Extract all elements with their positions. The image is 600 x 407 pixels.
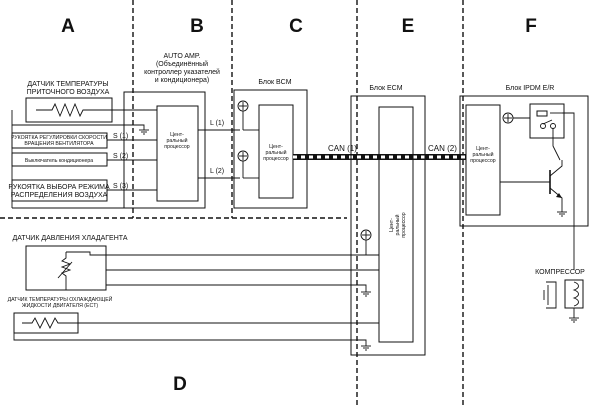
signal-s2: S (2) <box>113 153 128 160</box>
ground-symbol-d2 <box>361 345 371 351</box>
compressor-coil-box <box>564 279 584 309</box>
mode-knob-label-1: РУКОЯТКА ВЫБОРА РЕЖИМА <box>8 184 110 191</box>
bcm-cpu-box <box>258 104 294 199</box>
bcm-title: Блок BCM <box>258 79 291 86</box>
fan-knob-label-2: ВРАЩЕНИЯ ВЕНТИЛЯТОРА <box>24 141 94 147</box>
transistor-icon <box>500 160 567 217</box>
compressor-coil-icon <box>569 281 579 323</box>
svg-text:Цент-: Цент- <box>389 218 395 232</box>
coolant-sensor-label-2: ЖИДКОСТИ ДВИГАТЕЛЯ (ECT) <box>22 303 98 309</box>
bcm-cpu-label-1: Цент- <box>269 144 283 150</box>
zone-label-f: F <box>525 16 537 37</box>
ipdm-cpu-label-2: ральный <box>473 151 494 158</box>
intake-wire-ground <box>11 110 145 130</box>
bcm-cpu-label-2: ральный <box>266 149 287 156</box>
auto-amp-cpu-label-1: Цент- <box>170 132 184 138</box>
ac-switch-label: Выключатель кондиционера <box>25 158 93 164</box>
ipdm-cpu-box <box>465 104 501 216</box>
signal-l1: L (1) <box>210 120 224 127</box>
ground-symbol-d1 <box>361 291 371 297</box>
auto-amp-label-2: (Объединённый <box>156 60 208 68</box>
bcm-cpu-label-3: процессор <box>263 156 289 162</box>
ipdm-title: Блок IPDM E/R <box>506 85 555 92</box>
zone-label-a: A <box>61 16 75 37</box>
ecm-cpu-box <box>378 106 414 343</box>
zone-label-b: B <box>190 16 204 37</box>
mode-knob-label-2: РАСПРЕДЕЛЕНИЯ ВОЗДУХА <box>11 192 108 199</box>
svg-text:процессор: процессор <box>401 212 407 238</box>
zone-dividers <box>0 0 464 407</box>
pressure-wire-1 <box>66 251 379 256</box>
ecm-cpu-label: Цент- ральный процессор <box>389 212 407 238</box>
auto-amp-label-3: контроллер указателей <box>144 68 220 76</box>
compressor-label: КОМПРЕССОР <box>535 269 585 276</box>
zone-label-e: E <box>402 16 415 37</box>
auto-amp-label-1: AUTO AMP. <box>163 53 200 60</box>
pressure-sensor-label: ДАТЧИК ДАВЛЕНИЯ ХЛАДАГЕНТА <box>12 235 127 242</box>
ipdm-cpu-label-1: Цент- <box>476 146 490 152</box>
bcm-connector-2-icon <box>237 150 259 179</box>
signal-s3: S (3) <box>113 183 128 190</box>
signal-s1: S (1) <box>113 133 128 140</box>
bcm-box <box>233 89 308 209</box>
auto-amp-box <box>123 91 206 209</box>
ipdm-connector-icon <box>502 112 530 124</box>
zone-label-d: D <box>173 374 187 395</box>
auto-amp-cpu-box <box>156 105 199 202</box>
coolant-wire-ground <box>13 333 367 346</box>
ecm-box <box>350 95 426 356</box>
intake-sensor-label-2: ПРИТОЧНОГО ВОЗДУХА <box>27 89 110 96</box>
coolant-sensor-label-1: ДАТЧИК ТЕМПЕРАТУРЫ ОХЛАЖДАЮЩЕЙ <box>8 295 113 303</box>
pressure-wire-ground <box>106 284 367 292</box>
fan-knob-label-1: РУКОЯТКА РЕГУЛИРОВКИ СКОРОСТИ <box>11 135 107 141</box>
intake-sensor-label-1: ДАТЧИК ТЕМПЕРАТУРЫ <box>27 81 108 88</box>
pressure-sensor-resistor <box>57 252 73 284</box>
ecm-title: Блок ECM <box>369 85 402 92</box>
ipdm-box <box>459 95 589 227</box>
relay-icon <box>529 103 575 270</box>
auto-amp-cpu-label-2: ральный <box>167 137 188 144</box>
signal-can1: CAN (1) <box>328 144 357 153</box>
intake-sensor-resistor <box>36 102 112 118</box>
bcm-connector-1-icon <box>237 100 259 131</box>
svg-text:ральный: ральный <box>394 214 401 235</box>
coolant-sensor-resistor <box>22 316 78 330</box>
signal-can2: CAN (2) <box>428 144 457 153</box>
ipdm-cpu-label-3: процессор <box>470 158 496 164</box>
auto-amp-cpu-label-3: процессор <box>164 144 190 150</box>
ecm-connector-icon <box>360 229 372 255</box>
auto-amp-label-4: и кондиционера) <box>155 77 209 84</box>
signal-l2: L (2) <box>210 168 224 175</box>
zone-label-c: C <box>289 16 303 37</box>
compressor-clutch-icon <box>543 281 557 309</box>
